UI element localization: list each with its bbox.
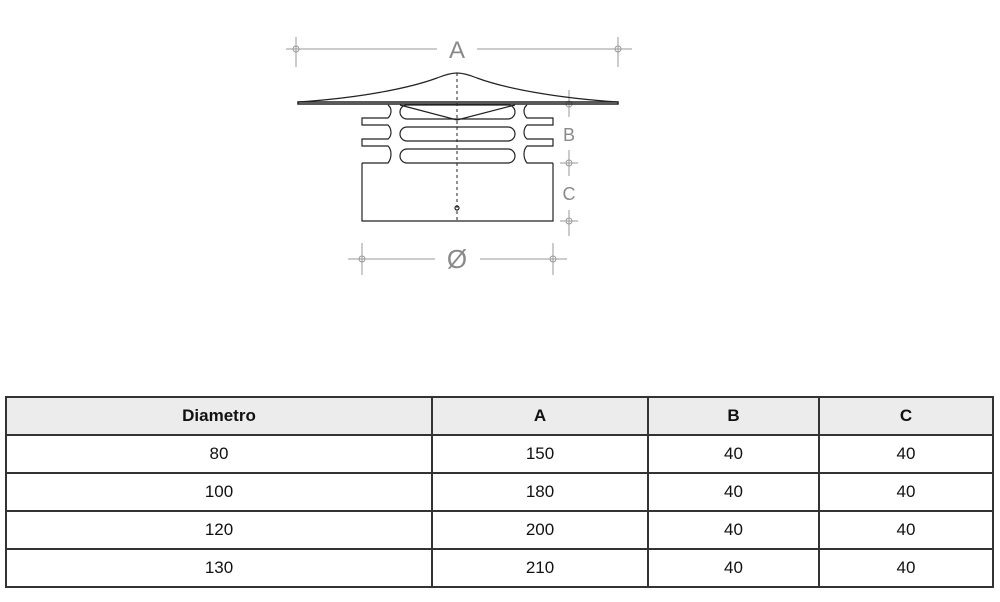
table-header-row: Diametro A B C: [5, 396, 994, 436]
cell-diametro: 80: [5, 434, 433, 474]
dimensions-table: Diametro A B C 80 150 40 40 100 180 40 4…: [5, 396, 994, 588]
cell-b: 40: [647, 548, 820, 588]
cell-a: 200: [431, 510, 649, 550]
header-diametro: Diametro: [5, 396, 433, 436]
table-row: 80 150 40 40: [5, 434, 994, 474]
cell-diametro: 130: [5, 548, 433, 588]
dimension-label-b: B: [563, 125, 575, 145]
cell-b: 40: [647, 472, 820, 512]
cell-c: 40: [818, 434, 994, 474]
cell-c: 40: [818, 510, 994, 550]
dimension-label-diameter: Ø: [447, 244, 467, 274]
dimension-lines: [286, 37, 632, 275]
chimney-cap-drawing: [297, 72, 619, 222]
table-row: 120 200 40 40: [5, 510, 994, 550]
cell-diametro: 120: [5, 510, 433, 550]
header-b: B: [647, 396, 820, 436]
dimension-label-c: C: [563, 184, 576, 204]
chimney-cap-diagram: A B C Ø: [286, 37, 632, 275]
cell-c: 40: [818, 548, 994, 588]
table-row: 100 180 40 40: [5, 472, 994, 512]
cell-b: 40: [647, 510, 820, 550]
cell-c: 40: [818, 472, 994, 512]
header-c: C: [818, 396, 994, 436]
cell-a: 210: [431, 548, 649, 588]
header-a: A: [431, 396, 649, 436]
cell-b: 40: [647, 434, 820, 474]
cell-a: 180: [431, 472, 649, 512]
table-row: 130 210 40 40: [5, 548, 994, 588]
cell-diametro: 100: [5, 472, 433, 512]
dimension-label-a: A: [449, 37, 465, 64]
cell-a: 150: [431, 434, 649, 474]
